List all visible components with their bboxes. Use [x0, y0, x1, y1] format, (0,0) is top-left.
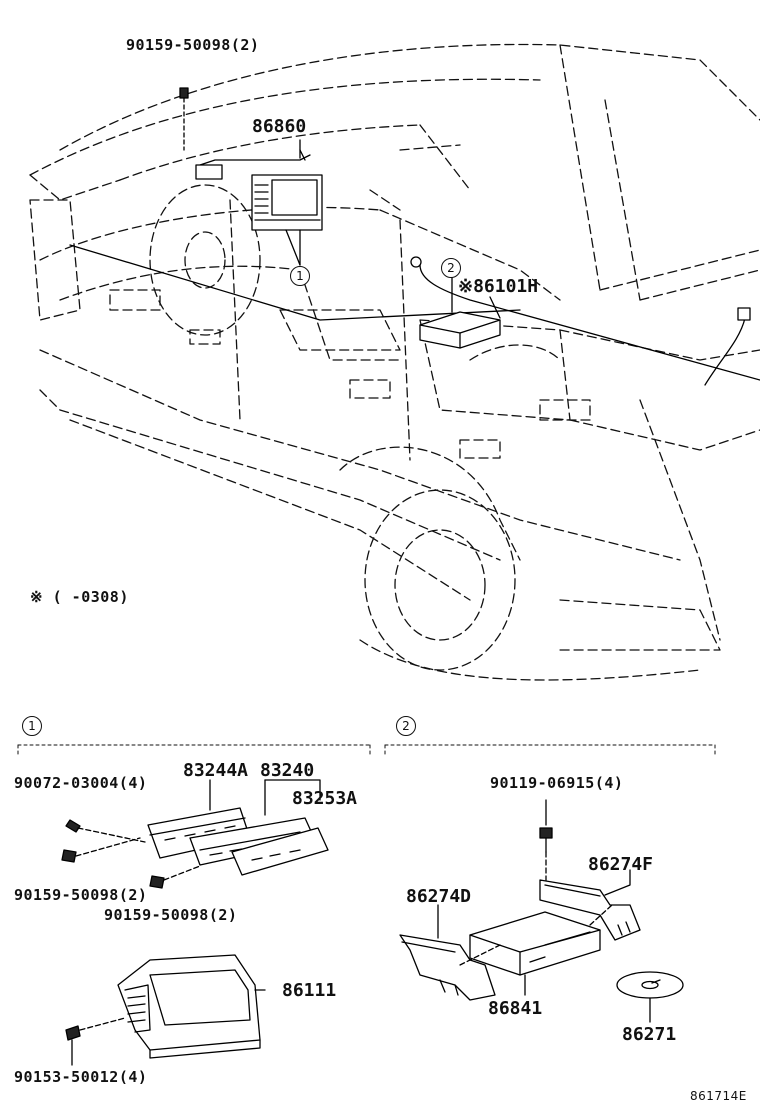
- section1-marker: 1: [22, 716, 42, 736]
- vehicle-parts: [69, 87, 760, 386]
- label-86111: 86111: [282, 980, 337, 1001]
- label-83253a: 83253A: [292, 788, 358, 809]
- label-90072: 90072-03004(4): [14, 774, 148, 792]
- section2-marker: 2: [396, 716, 416, 736]
- label-83240: 83240: [260, 760, 315, 781]
- label-90159-left: 90159-50098(2): [14, 886, 148, 904]
- label-90159-mid: 90159-50098(2): [104, 906, 238, 924]
- section-dividers: [17, 744, 716, 756]
- label-note-0308: ※ ( -0308): [30, 588, 129, 606]
- label-90153: 90153-50012(4): [14, 1068, 148, 1086]
- figure-code: 861714E: [690, 1089, 747, 1103]
- label-90119: 90119-06915(4): [490, 774, 624, 792]
- label-83244a: 83244A: [183, 760, 249, 781]
- label-86271: 86271: [622, 1024, 677, 1045]
- section2-parts: [399, 799, 684, 1023]
- label-86860: 86860: [252, 116, 307, 137]
- callout-2: 2: [441, 258, 461, 278]
- section1-parts: [61, 779, 329, 1066]
- label-86274d: 86274D: [406, 886, 472, 907]
- label-86274f: 86274F: [588, 854, 654, 875]
- label-86841: 86841: [488, 998, 543, 1019]
- callout-1: 1: [290, 266, 310, 286]
- label-86101h: ※86101H: [458, 276, 539, 297]
- vehicle-outline: [29, 43, 760, 681]
- label-90159-top: 90159-50098(2): [126, 36, 260, 54]
